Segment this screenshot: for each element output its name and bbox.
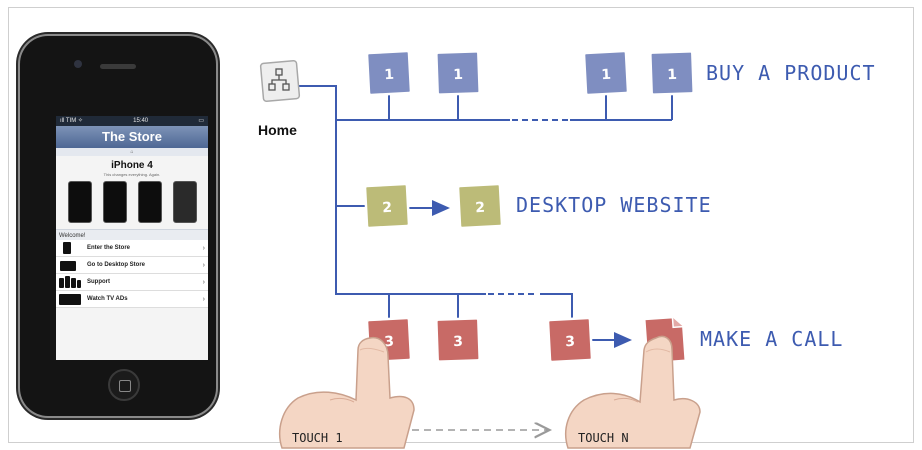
chevron-right-icon: › — [202, 261, 205, 269]
store-menu: Enter the Store › Go to Desktop Store › — [56, 240, 208, 308]
card-2: 2 — [363, 182, 411, 230]
menu-item-enter-store[interactable]: Enter the Store › — [56, 240, 208, 257]
sitemap-icon — [259, 60, 301, 102]
sitemap-glyph — [268, 68, 290, 91]
phone-thumb-icon — [59, 242, 81, 254]
welcome-header: Welcome! — [56, 229, 208, 240]
store-title: The Store — [56, 126, 208, 148]
menu-item-label: Support — [87, 279, 110, 285]
product-tagline: This changes everything. Again. — [103, 172, 161, 177]
product-image — [102, 181, 127, 223]
menu-item-desktop-store[interactable]: Go to Desktop Store › — [56, 257, 208, 274]
iphone-mockup: ıll TIM ✧ 15:40 ▭ The Store ⌂ iPhone 4 T… — [20, 36, 216, 416]
menu-item-label: Enter the Store — [87, 245, 131, 251]
home-node: Home — [258, 60, 301, 138]
product-images — [56, 177, 208, 223]
card-2: 2 — [456, 182, 504, 230]
card-1: 1 — [582, 49, 630, 97]
desktop-cards: 2 2 DESKTOP WEBSITE — [363, 182, 712, 230]
hand-icon-left: TOUCH 1 — [278, 336, 415, 449]
monitor-thumb-icon — [59, 259, 81, 271]
status-bar: ıll TIM ✧ 15:40 ▭ — [56, 116, 208, 126]
chevron-right-icon: › — [202, 244, 205, 252]
buy-cards: 1 1 1 1 BUY A PRODUCT — [365, 49, 876, 97]
menu-item-support[interactable]: Support › — [56, 274, 208, 291]
home-nav: ⌂ — [56, 148, 208, 156]
home-trunk-line — [298, 85, 573, 318]
home-icon: ⌂ — [130, 149, 134, 155]
home-button — [108, 369, 140, 401]
menu-item-label: Watch TV ADs — [87, 296, 128, 302]
card-number: 1 — [384, 67, 395, 83]
make-a-call-label: MAKE A CALL — [700, 327, 843, 351]
product-image — [137, 181, 162, 223]
card-number: 1 — [453, 67, 463, 83]
product-image — [172, 181, 197, 223]
chevron-right-icon: › — [202, 278, 205, 286]
speaker-grill — [100, 64, 136, 69]
card-number: 3 — [384, 334, 395, 350]
chevron-right-icon: › — [202, 295, 205, 303]
product-title: iPhone 4 — [111, 160, 153, 171]
card-1: 1 — [435, 50, 481, 96]
hand-icon-right: TOUCH N — [564, 335, 701, 449]
touch-1-label: TOUCH 1 — [292, 431, 343, 445]
product-image — [67, 181, 92, 223]
menu-item-watch-ads[interactable]: Watch TV ADs › — [56, 291, 208, 308]
card-number: 3 — [453, 334, 463, 350]
card-number: 1 — [601, 67, 612, 83]
card-1: 1 — [649, 50, 695, 96]
touch-n-label: TOUCH N — [578, 431, 629, 445]
status-signal: ıll TIM ✧ — [60, 118, 83, 124]
card-number: 1 — [667, 67, 677, 83]
card-1: 1 — [365, 49, 413, 97]
menu-item-label: Go to Desktop Store — [87, 262, 146, 268]
frame-border — [8, 7, 914, 443]
card-3: 3 — [435, 317, 481, 363]
card-number: 3 — [565, 334, 576, 350]
status-time: 15:40 — [133, 118, 149, 124]
phone-screen: ıll TIM ✧ 15:40 ▭ The Store ⌂ iPhone 4 T… — [56, 116, 208, 360]
desktop-website-label: DESKTOP WEBSITE — [516, 193, 712, 217]
camera-icon — [74, 60, 82, 68]
card-number: 2 — [382, 200, 393, 216]
battery-icon: ▭ — [198, 118, 204, 124]
tv-thumb-icon — [59, 293, 81, 305]
connector-lines — [298, 85, 673, 348]
card-3: 3 — [546, 316, 594, 364]
card-number: 2 — [475, 200, 486, 216]
people-thumb-icon — [59, 276, 81, 288]
buy-a-product-label: BUY A PRODUCT — [706, 61, 876, 85]
home-label: Home — [258, 122, 297, 138]
